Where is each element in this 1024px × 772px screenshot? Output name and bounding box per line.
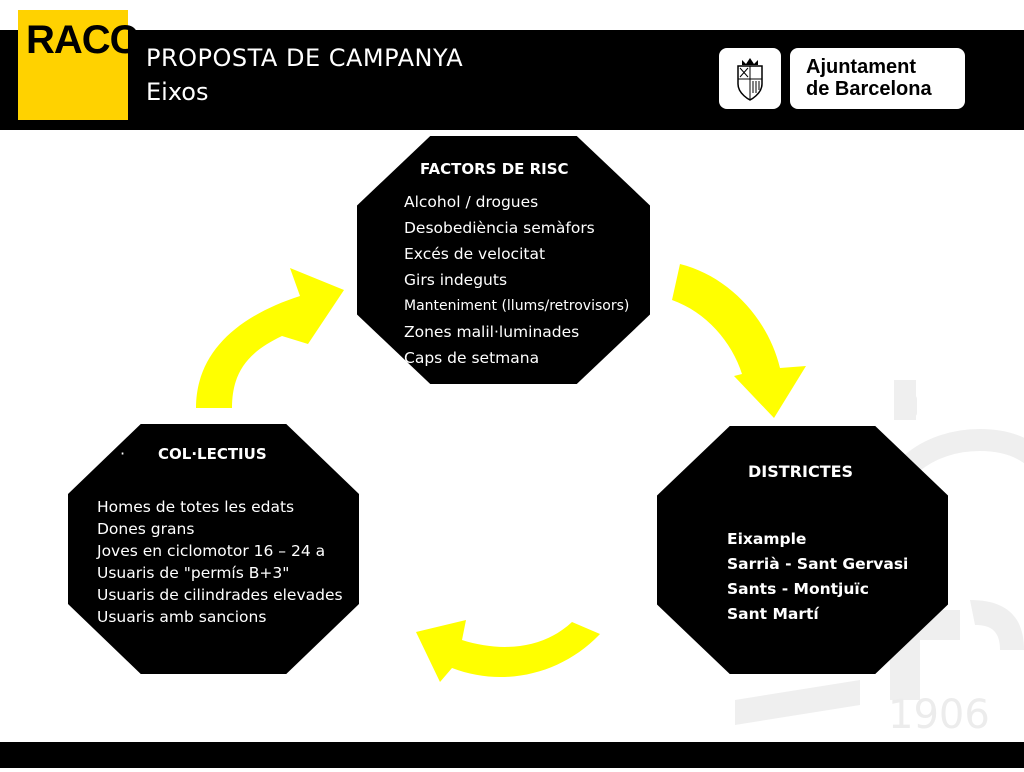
list-item: Joves en ciclomotor 16 – 24 a	[97, 542, 326, 560]
list-item: Sant Martí	[727, 605, 819, 623]
racc-logo: RACC	[18, 10, 139, 120]
arrow-bottom-icon	[416, 620, 600, 682]
slide-subtitle: Eixos	[146, 78, 209, 106]
arrow-left-icon	[196, 268, 344, 408]
list-item: Sarrià - Sant Gervasi	[727, 555, 909, 573]
list-item: Homes de totes les edats	[97, 498, 295, 516]
list-item: Zones malil·luminades	[404, 323, 580, 341]
list-item: Desobediència semàfors	[404, 219, 595, 237]
list-item: Manteniment (llums/retrovisors)	[404, 298, 630, 314]
ajuntament-logo: Ajuntament de Barcelona	[790, 48, 965, 109]
list-item: Usuaris amb sancions	[97, 608, 267, 626]
risk-factors-octagon	[357, 136, 650, 384]
arrow-right-icon	[672, 264, 806, 418]
racc-logo-text: RACC	[26, 18, 139, 62]
ajuntament-name-line2: de Barcelona	[806, 78, 932, 100]
list-item: Sants - Montjuïc	[727, 580, 869, 598]
ajuntament-name-line1: Ajuntament	[806, 56, 916, 78]
risk-factors-title: FACTORS DE RISC	[420, 160, 569, 178]
barcelona-coat-of-arms-icon	[737, 58, 763, 101]
list-item: Dones grans	[97, 520, 195, 538]
districts-list: Eixample Sarrià - Sant Gervasi Sants - M…	[727, 527, 908, 627]
collectives-title: COL·LECTIUS	[158, 445, 267, 463]
slide-title: PROPOSTA DE CAMPANYA	[146, 44, 464, 72]
list-item: Caps de setmana	[404, 349, 540, 367]
list-item: Usuaris de "permís B+3"	[97, 564, 290, 582]
collectives-bullet: ·	[120, 444, 126, 463]
list-item: Usuaris de cilindrades elevades	[97, 586, 343, 604]
list-item: Alcohol / drogues	[404, 193, 539, 211]
list-item: Eixample	[727, 530, 807, 548]
districts-title: DISTRICTES	[748, 462, 854, 481]
list-item: Excés de velocitat	[404, 245, 546, 263]
districts-octagon	[657, 426, 948, 674]
collectives-list: Homes de totes les edats Dones grans Jov…	[97, 496, 343, 628]
risk-factors-list: Alcohol / drogues Desobediència semàfors…	[404, 189, 629, 371]
collectives-octagon	[68, 424, 359, 674]
ajuntament-emblem	[719, 48, 781, 109]
list-item: Girs indeguts	[404, 271, 508, 289]
footer-bar	[0, 742, 1024, 768]
